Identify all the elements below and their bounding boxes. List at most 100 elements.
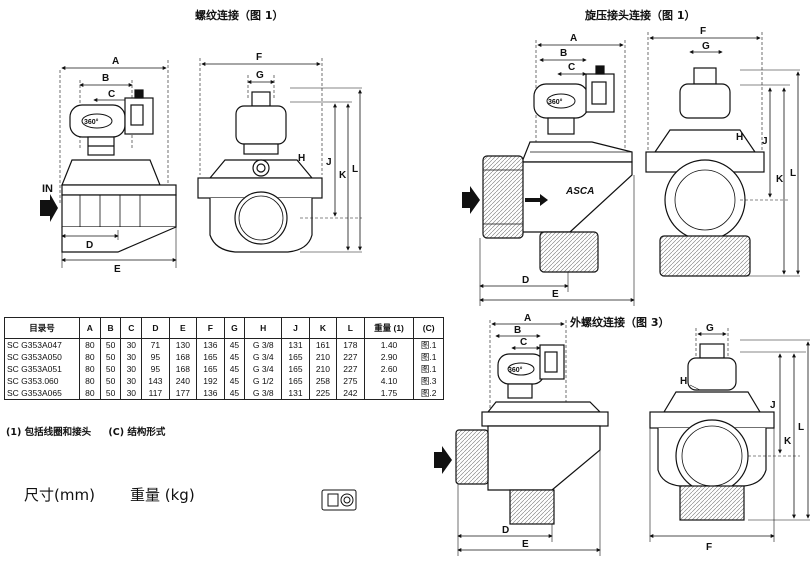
fig1-rotation-label: 360° bbox=[84, 118, 99, 126]
table-cell: 117 bbox=[141, 387, 170, 400]
table-cell: 258 bbox=[308, 375, 338, 387]
fig1-front-view bbox=[197, 58, 362, 253]
fig3-label-d: D bbox=[502, 525, 509, 536]
header-a: A bbox=[79, 317, 101, 339]
table-cell: 30 bbox=[120, 338, 143, 351]
header-e: E bbox=[168, 317, 198, 339]
table-cell: G 1/2 bbox=[244, 375, 283, 387]
table-cell: 45 bbox=[223, 363, 246, 375]
table-cell-model: SC G353.060 bbox=[4, 375, 80, 387]
connector bbox=[124, 97, 154, 135]
fig3-rotation-label: 360° bbox=[508, 366, 523, 374]
fig2f-label-f: F bbox=[700, 26, 706, 37]
table-cell-model: SC G353A047 bbox=[4, 338, 80, 351]
table-cell: 50 bbox=[99, 387, 122, 400]
fig2f-label-j: J bbox=[762, 136, 768, 147]
fig2-rotation-label: 360° bbox=[548, 98, 563, 106]
header-l: L bbox=[336, 317, 365, 339]
inlet-arrow bbox=[40, 194, 58, 222]
valve-body bbox=[61, 194, 177, 228]
table-cell: 30 bbox=[120, 375, 143, 387]
fig1-label-e: E bbox=[114, 264, 121, 275]
fig3f-label-f: F bbox=[706, 542, 712, 553]
fig2f-label-h: H bbox=[736, 132, 743, 143]
fig2-label-a: A bbox=[570, 33, 577, 44]
valve-cover bbox=[61, 159, 161, 186]
table-cell: 178 bbox=[336, 338, 365, 351]
size-unit-label: 尺寸(mm) bbox=[24, 486, 95, 504]
fig2-side-view bbox=[462, 40, 635, 306]
fig3f-label-l: L bbox=[798, 422, 804, 433]
weight-unit-label: 重量 (kg) bbox=[130, 486, 195, 504]
fig1f-label-g: G bbox=[256, 70, 264, 81]
table-cell: 131 bbox=[281, 387, 310, 400]
table-cell: 227 bbox=[336, 351, 365, 363]
table-cell: 图.1 bbox=[413, 338, 444, 351]
table-cell: 30 bbox=[120, 351, 143, 363]
fig1-label-a: A bbox=[112, 56, 119, 67]
valve-symbol-icon bbox=[321, 489, 357, 511]
table-cell: 45 bbox=[223, 351, 246, 363]
table-cell: 165 bbox=[196, 363, 225, 375]
fig1-label-c: C bbox=[108, 89, 115, 100]
table-cell: 2.90 bbox=[363, 351, 415, 363]
fig1f-label-f: F bbox=[256, 52, 262, 63]
fig3-label-e: E bbox=[522, 539, 529, 550]
compression-nut-left bbox=[482, 155, 524, 239]
fig2-label-c: C bbox=[568, 62, 575, 73]
fig3-label-c: C bbox=[520, 337, 527, 348]
table-cell: 71 bbox=[141, 338, 170, 351]
table-notes: (1) 包括线圈和接头 (C) 结构形式 bbox=[6, 424, 179, 438]
fig2f-label-l: L bbox=[790, 168, 796, 179]
table-cell: 50 bbox=[99, 375, 122, 387]
header-h: H bbox=[244, 317, 283, 339]
fig3f-label-h: H bbox=[680, 376, 687, 387]
table-cell: 165 bbox=[281, 363, 310, 375]
fig3f-label-g: G bbox=[706, 323, 714, 334]
compression-nut-bottom bbox=[539, 231, 599, 273]
table-cell: 80 bbox=[79, 338, 101, 351]
table-cell: 95 bbox=[141, 363, 170, 375]
coil-front bbox=[235, 105, 287, 145]
header-g: G bbox=[223, 317, 246, 339]
table-cell: 275 bbox=[336, 375, 365, 387]
figure-2-title: 旋压接头连接（图 1） bbox=[585, 9, 696, 22]
fig2-label-e: E bbox=[552, 289, 559, 300]
inlet-label: IN bbox=[42, 183, 53, 195]
table-cell: 227 bbox=[336, 363, 365, 375]
fig2-front-view bbox=[645, 32, 800, 277]
table-cell: 143 bbox=[141, 375, 170, 387]
table-cell: 242 bbox=[336, 387, 365, 400]
table-cell: G 3/4 bbox=[244, 351, 283, 363]
brand-label: ASCA bbox=[565, 186, 594, 197]
note-1: (1) 包括线圈和接头 bbox=[6, 427, 92, 438]
table-cell: G 3/8 bbox=[244, 338, 283, 351]
table-cell: 45 bbox=[223, 387, 246, 400]
table-cell: 95 bbox=[141, 351, 170, 363]
spec-table: 目录号 A B C D E F G H J K L 重量 (1) (C) SC … bbox=[4, 317, 444, 400]
table-cell: 1.75 bbox=[363, 387, 415, 400]
header-catalog: 目录号 bbox=[4, 317, 80, 339]
fig3-side-view bbox=[434, 320, 609, 556]
fig1-label-b: B bbox=[102, 73, 109, 84]
note-2: (C) 结构形式 bbox=[108, 427, 166, 438]
fig1f-label-j: J bbox=[326, 157, 332, 168]
table-cell: 4.10 bbox=[363, 375, 415, 387]
table-cell: 131 bbox=[281, 338, 310, 351]
fig3-label-b: B bbox=[514, 325, 521, 336]
header-b: B bbox=[99, 317, 122, 339]
table-cell: 45 bbox=[223, 375, 246, 387]
table-cell: 30 bbox=[120, 363, 143, 375]
header-form: (C) bbox=[413, 317, 444, 339]
table-cell: 50 bbox=[99, 351, 122, 363]
table-cell: 168 bbox=[168, 363, 198, 375]
figure-1-title: 螺纹连接（图 1） bbox=[195, 9, 284, 22]
table-cell: 168 bbox=[168, 351, 198, 363]
table-cell: G 3/8 bbox=[244, 387, 283, 400]
table-cell: G 3/4 bbox=[244, 363, 283, 375]
header-weight: 重量 (1) bbox=[363, 317, 415, 339]
header-j: J bbox=[281, 317, 310, 339]
